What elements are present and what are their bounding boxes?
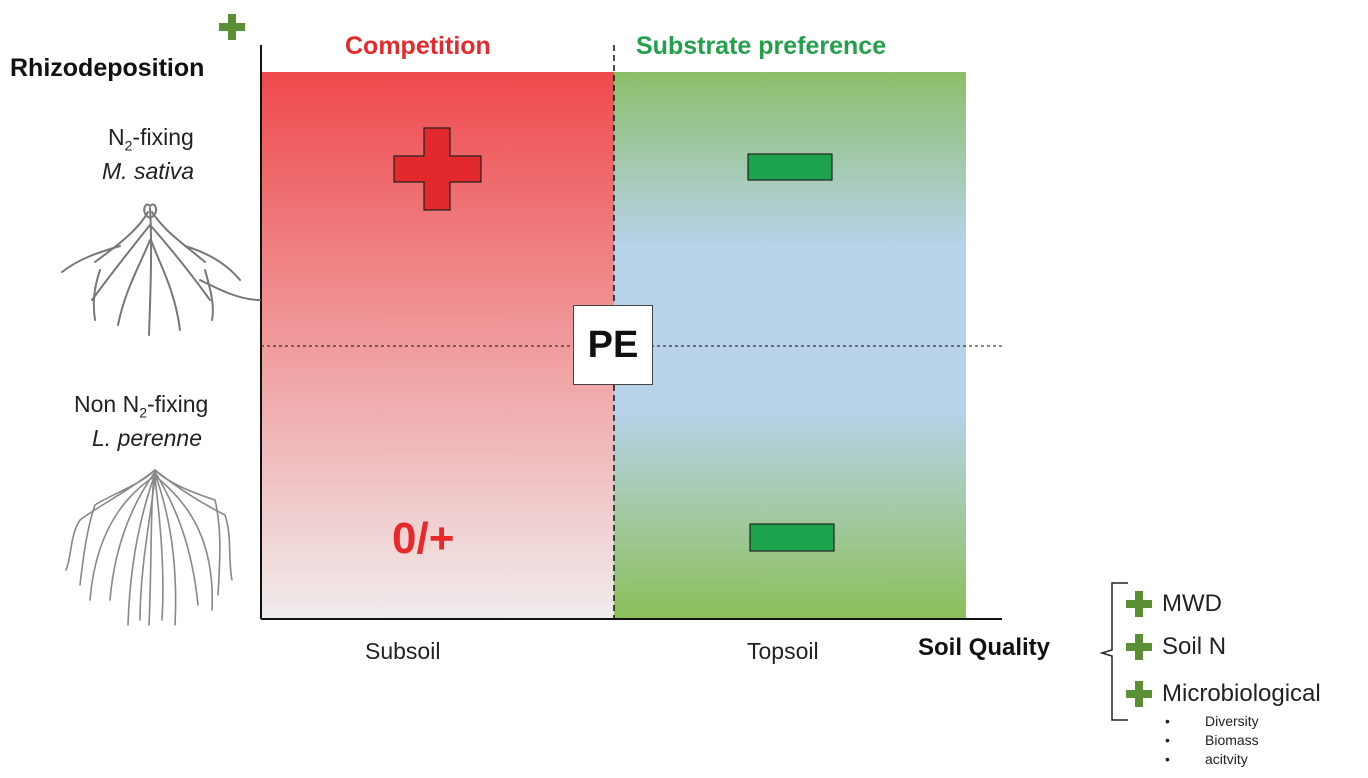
column-header-substrate-preference: Substrate preference	[636, 32, 887, 60]
list-item-label: Diversity	[1205, 713, 1259, 729]
plus-icon	[1126, 634, 1152, 660]
row-label-non-n2-fixing: Non N2-fixing	[74, 391, 208, 421]
quality-item-label: MWD	[1162, 590, 1222, 617]
big-plus-icon	[393, 127, 482, 211]
y-axis-label: Rhizodeposition	[10, 54, 205, 82]
bullet-icon: •	[1165, 732, 1170, 748]
brace-bracket	[1099, 582, 1128, 721]
plus-icon	[1126, 591, 1152, 617]
quality-item-mwd: MWD	[1126, 590, 1222, 618]
row-label-n2-fixing: N2-fixing	[108, 124, 194, 154]
species-m-sativa: M. sativa	[102, 158, 195, 184]
quality-item-soil-n: Soil N	[1126, 633, 1226, 661]
column-header-competition: Competition	[345, 32, 491, 60]
bullet-icon: •	[1165, 751, 1170, 767]
pe-label-box: PE	[573, 305, 653, 385]
cell-value-subsoil-bottom: 0/+	[392, 514, 455, 563]
row-label-non-n2-fixing-subscript: 2	[139, 404, 147, 421]
x-tick-topsoil: Topsoil	[747, 638, 819, 664]
minus-icon-top	[747, 153, 833, 181]
minus-icon-bottom	[749, 523, 835, 552]
quality-item-label: Soil N	[1162, 633, 1227, 660]
row-label-non-n2-fixing-prefix: Non N	[74, 391, 140, 417]
microbiological-sub-list: • Diversity • Biomass • acitvity	[1165, 712, 1259, 769]
quality-item-microbiological: Microbiological	[1126, 680, 1321, 708]
x-tick-subsoil: Subsoil	[365, 638, 441, 664]
row-label-n2-fixing-subscript: 2	[124, 137, 133, 154]
root-icon-l-perenne	[65, 469, 233, 626]
root-icon-m-sativa	[61, 203, 261, 336]
x-axis-label: Soil Quality	[918, 634, 1051, 661]
species-l-perenne: L. perenne	[92, 425, 202, 451]
axis-plus-icon	[219, 14, 245, 40]
row-label-non-n2-fixing-suffix: -fixing	[147, 391, 209, 417]
list-item: • Diversity	[1165, 712, 1259, 731]
plus-icon	[1126, 681, 1152, 707]
list-item-label: acitvity	[1205, 751, 1248, 767]
bullet-icon: •	[1165, 713, 1170, 729]
quality-item-label: Microbiological	[1162, 680, 1321, 707]
row-label-n2-fixing-suffix: -fixing	[132, 124, 194, 150]
list-item-label: Biomass	[1205, 732, 1259, 748]
row-label-n2-fixing-prefix: N	[108, 124, 125, 150]
pe-label: PE	[587, 323, 639, 366]
list-item: • Biomass	[1165, 731, 1259, 750]
list-item: • acitvity	[1165, 750, 1259, 769]
